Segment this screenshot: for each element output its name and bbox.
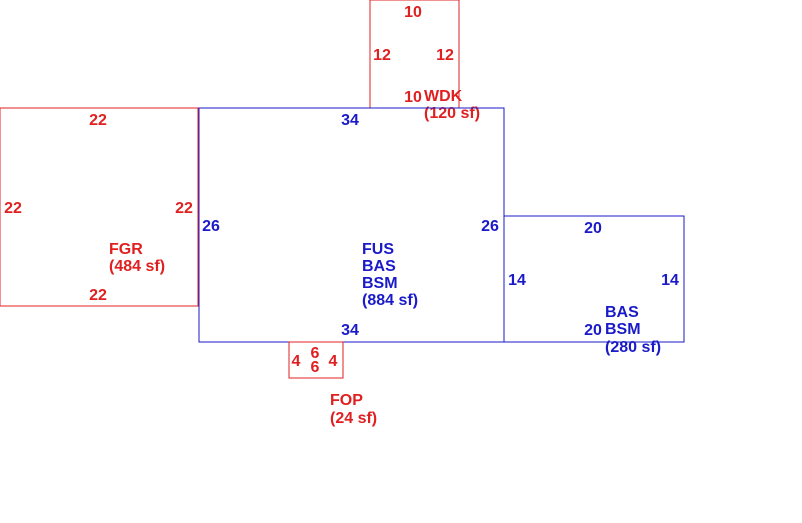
wdk-dim-bottom: 10 [404, 89, 422, 106]
fop-dim-bottom: 6 [311, 359, 320, 376]
fop-dim-top: 6 [311, 345, 320, 362]
main-area-label: (884 sf) [362, 292, 418, 309]
fgr-dim-top: 22 [89, 112, 107, 129]
fop-dim-right: 4 [329, 353, 338, 370]
wdk-dim-left: 12 [373, 47, 391, 64]
side-code-line1: BAS [605, 304, 639, 321]
fop-code-label: FOP [330, 392, 363, 409]
wdk-dim-top: 10 [404, 4, 422, 21]
fgr-dim-right: 22 [175, 200, 193, 217]
side-code-line2: BSM [605, 321, 641, 338]
wdk-area-label: (120 sf) [424, 105, 480, 122]
wdk-area: 10 12 12 10 WDK (120 sf) [369, 0, 480, 122]
fgr-area-label: (484 sf) [109, 258, 165, 275]
fgr-dim-left: 22 [4, 200, 22, 217]
main-area: 34 26 26 34 FUS BAS BSM (884 sf) [198, 107, 505, 343]
main-dim-right: 26 [481, 218, 499, 235]
main-dim-left: 26 [202, 218, 220, 235]
side-dim-right: 14 [661, 272, 679, 289]
fgr-outline [0, 107, 199, 307]
fop-area: 6 6 4 4 FOP (24 sf) [288, 341, 377, 427]
main-dim-top: 34 [341, 112, 359, 129]
main-dim-bottom: 34 [341, 322, 359, 339]
fgr-area: 22 22 22 22 FGR (484 sf) [0, 107, 199, 307]
side-dim-top: 20 [584, 220, 602, 237]
side-dim-bottom: 20 [584, 322, 602, 339]
fop-dim-left: 4 [292, 353, 301, 370]
side-area-label: (280 sf) [605, 339, 661, 356]
side-outline [503, 215, 685, 343]
fgr-code-label: FGR [109, 241, 143, 258]
side-dim-left: 14 [508, 272, 526, 289]
wdk-code-label: WDK [424, 88, 463, 105]
main-code-line3: BSM [362, 275, 398, 292]
fop-area-label: (24 sf) [330, 410, 377, 427]
main-code-line1: FUS [362, 241, 394, 258]
fop-outline [288, 341, 344, 379]
fgr-dim-bottom: 22 [89, 287, 107, 304]
side-area: 20 14 14 20 BAS BSM (280 sf) [503, 215, 685, 356]
main-code-line2: BAS [362, 258, 396, 275]
wdk-dim-right: 12 [436, 47, 454, 64]
